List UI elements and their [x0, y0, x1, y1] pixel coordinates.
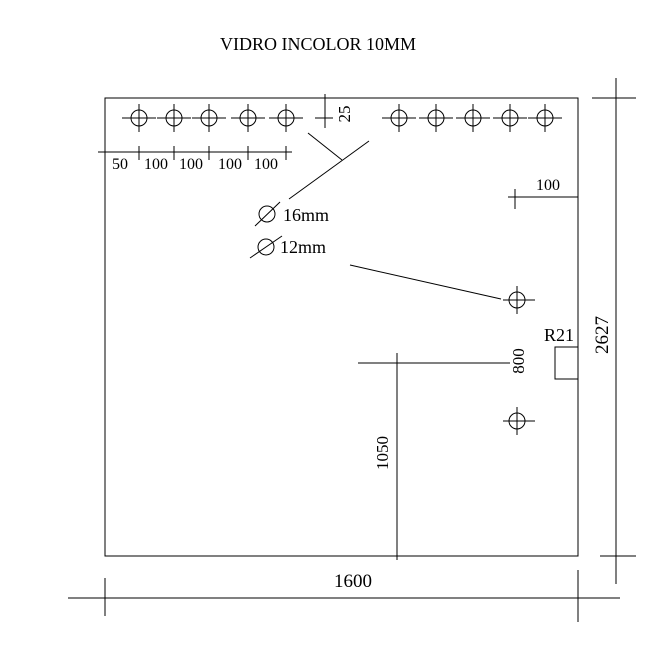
hole-marker: [493, 104, 527, 132]
notch-radius-label: R21: [544, 325, 574, 345]
hole-marker: [192, 104, 226, 132]
glass-panel: [104, 97, 579, 557]
dim-100-label: 100: [144, 156, 168, 173]
dim-handle-height: 1050: [358, 353, 510, 560]
hole-marker: [382, 104, 416, 132]
drawing-title: VIDRO INCOLOR 10MM: [220, 34, 416, 54]
hole-marker: [231, 104, 265, 132]
handle-hole-upper: [503, 286, 535, 314]
hole-marker: [419, 104, 453, 132]
hole-marker: [456, 104, 490, 132]
handle-hole-lower: [503, 407, 535, 435]
dim-50-label: 50: [112, 156, 128, 173]
top-holes-left: [122, 104, 303, 132]
dim-2627-label: 2627: [592, 316, 613, 354]
dim-spacing: 50 100 100 100 100: [98, 146, 292, 173]
dim-hole-offset: 25: [315, 94, 354, 128]
leader-line: [349, 264, 502, 300]
dim-25-label: 25: [335, 106, 354, 123]
hole-marker: [528, 104, 562, 132]
dim-height: 2627: [592, 78, 636, 584]
hole-12mm-label: 12mm: [280, 237, 326, 257]
callout-12mm: 12mm: [249, 235, 326, 259]
hole-marker: [122, 104, 156, 132]
dim-1600-label: 1600: [334, 571, 372, 592]
hole-marker: [157, 104, 191, 132]
dim-100-label: 100: [254, 156, 278, 173]
dim-100-label: 100: [179, 156, 203, 173]
dim-1050-label: 1050: [373, 436, 392, 470]
top-holes-right: [382, 104, 562, 132]
dim-width: 1600: [68, 570, 620, 622]
notch: R21: [544, 325, 579, 380]
hole-16mm-label: 16mm: [283, 205, 329, 225]
dim-800-label: 800: [509, 348, 528, 374]
dim-side-100-label: 100: [536, 177, 560, 194]
callout-16mm: 16mm: [254, 201, 329, 227]
dim-100-label: 100: [218, 156, 242, 173]
leader-line: [307, 132, 343, 161]
hole-marker: [269, 104, 303, 132]
leader-line: [288, 140, 370, 200]
dim-side-offset: 100: [508, 177, 578, 209]
